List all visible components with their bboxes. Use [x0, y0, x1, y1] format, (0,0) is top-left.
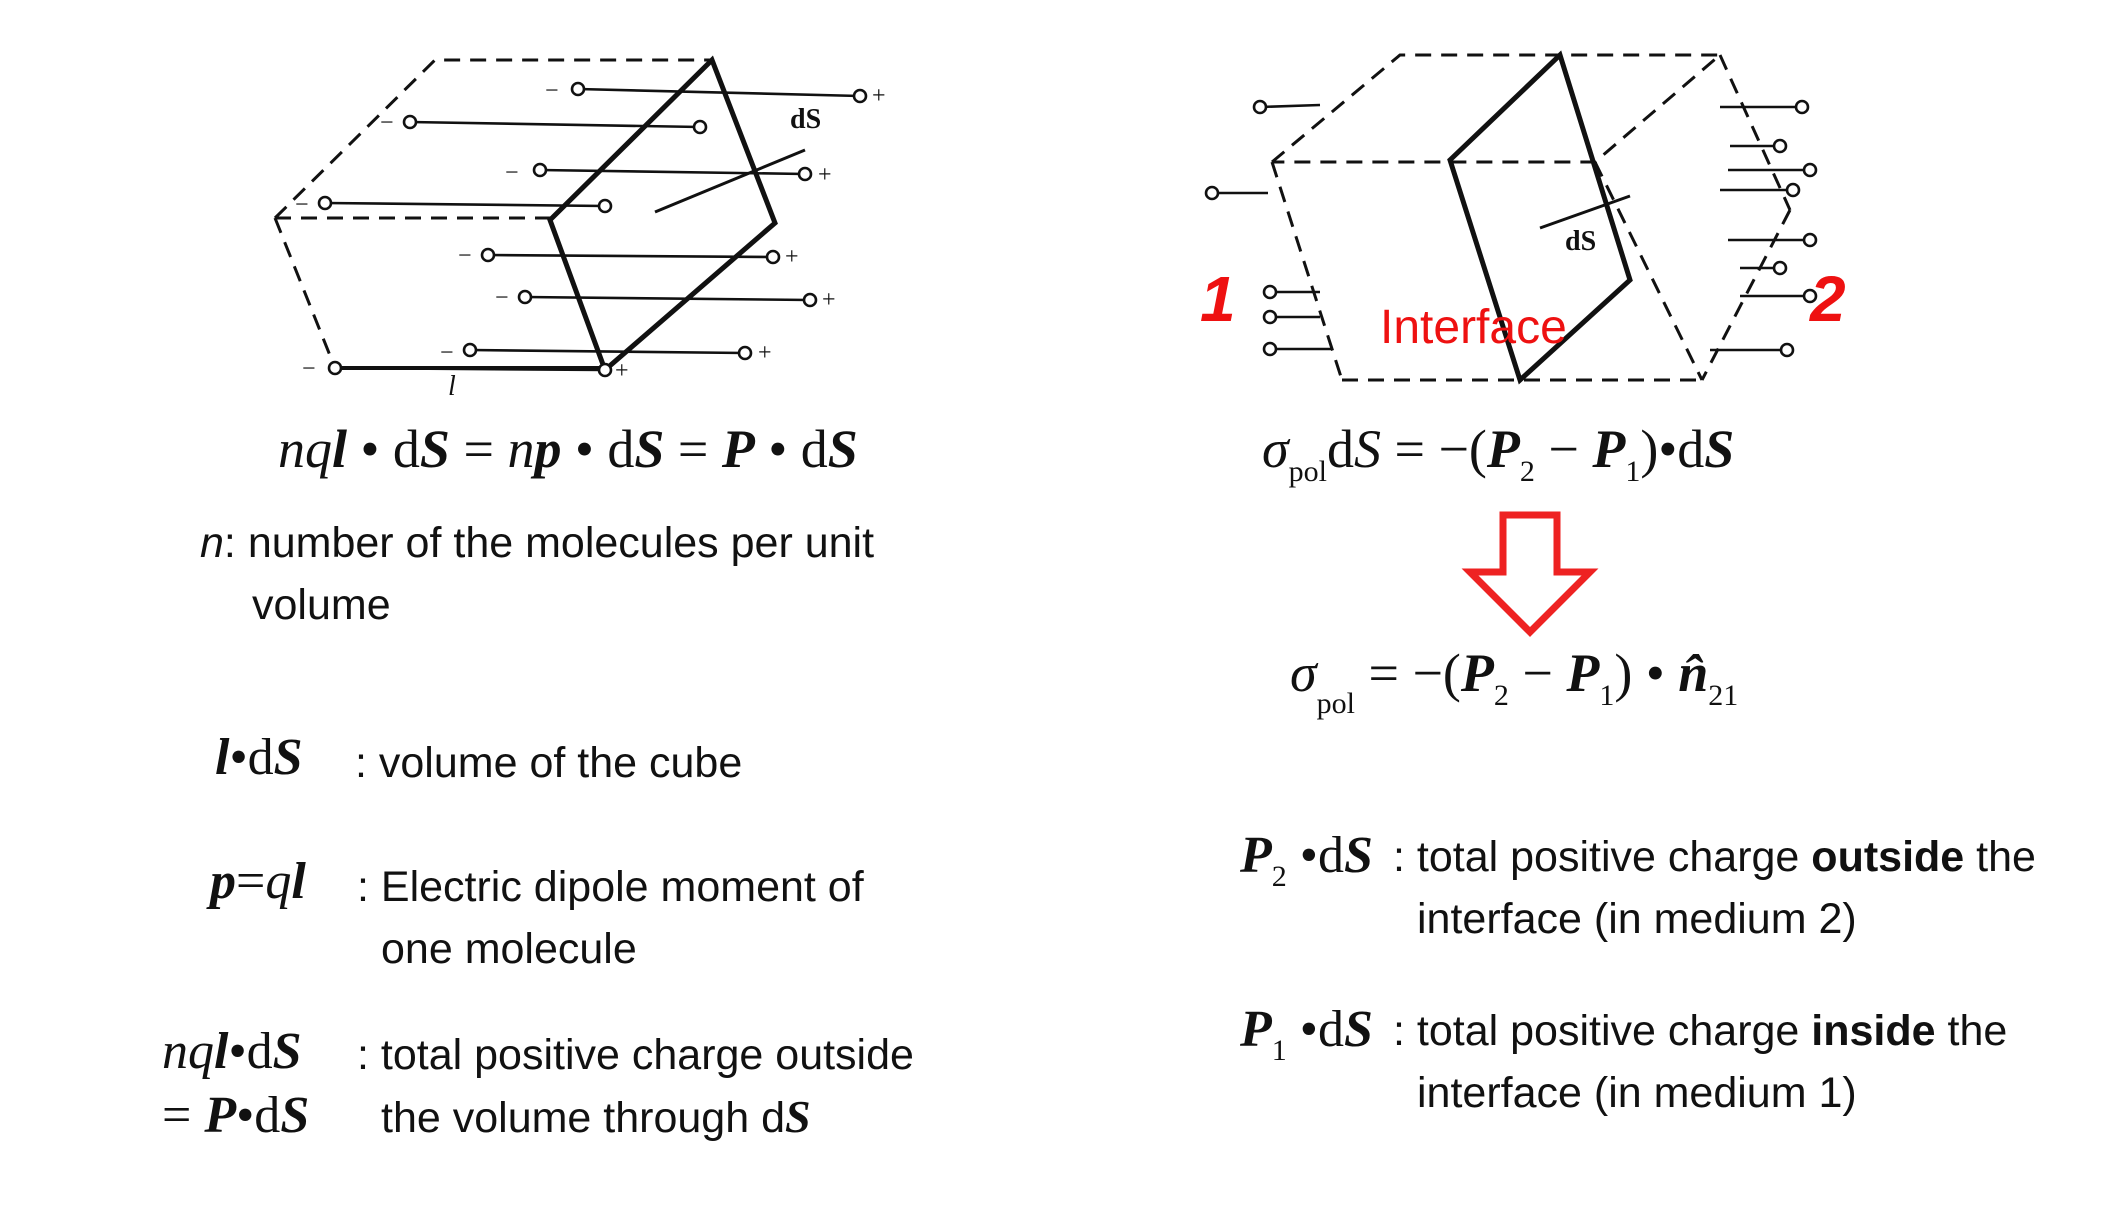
def-volume-symbol: l•dS — [215, 729, 303, 786]
svg-text:−: − — [380, 110, 394, 136]
svg-text:+: + — [615, 358, 629, 384]
def-charge-symbol: nql•dS = P•dS — [162, 1023, 310, 1144]
right-equation-2: σpol = −(P2 − P1) • n̂21 — [1290, 643, 1739, 720]
svg-text:−: − — [302, 356, 316, 382]
medium1-label: 1 — [1200, 263, 1236, 335]
svg-text:−: − — [505, 160, 519, 186]
ds-surface — [547, 55, 778, 375]
svg-text:+: + — [758, 340, 772, 366]
svg-text:+: + — [785, 244, 799, 270]
interface-label: Interface — [1380, 301, 1567, 354]
def-volume-text: : volume of the cube — [355, 739, 743, 787]
svg-text:−: − — [295, 192, 309, 218]
medium1-dipoles — [1212, 103, 1332, 351]
left-ds-label: dS — [790, 104, 821, 135]
left-main-equation: nql • dS = np • dS = P • dS — [278, 419, 858, 479]
right-ds-label: dS — [1565, 226, 1596, 257]
def-p1-symbol: P1 •dS — [1240, 1001, 1373, 1067]
def-dipole-symbol: p=ql — [210, 853, 306, 910]
cube-dashed-edges — [273, 58, 712, 369]
n-definition: n: number of the molecules per unit volu… — [200, 519, 875, 629]
svg-text:−: − — [545, 78, 559, 104]
svg-text:+: + — [822, 287, 836, 313]
interface-dashed-edges — [1270, 53, 1792, 382]
def-p2-symbol: P2 •dS — [1240, 827, 1373, 893]
svg-text:+: + — [872, 83, 886, 109]
left-cube-diagram: − − − − − − − − + + + + + + dS l — [273, 55, 886, 402]
medium2-label: 2 — [1810, 263, 1846, 335]
down-arrow-icon — [1461, 511, 1599, 637]
interface-plane — [1447, 50, 1633, 385]
dipole-heads — [317, 81, 868, 378]
right-equation-1: σpoldS = −(P2 − P1)•dS — [1262, 419, 1735, 488]
svg-text:−: − — [495, 285, 509, 311]
svg-text:−: − — [440, 340, 454, 366]
svg-text:−: − — [458, 243, 472, 269]
dipole-lines — [324, 87, 861, 372]
left-l-label: l — [448, 371, 456, 402]
right-interface-diagram: dS — [1204, 50, 1818, 385]
svg-text:+: + — [818, 162, 832, 188]
medium2-dipoles — [1710, 105, 1810, 352]
